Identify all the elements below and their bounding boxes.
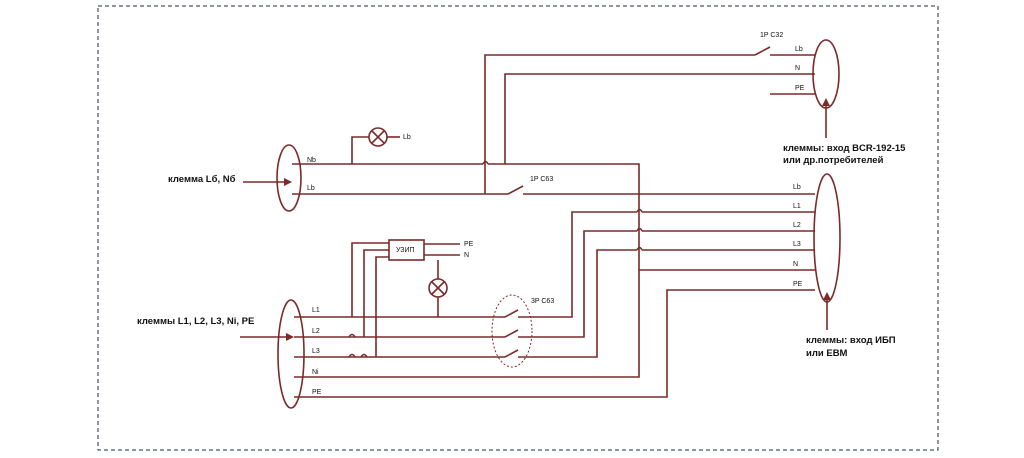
left-bottom-terminal-label: клеммы L1, L2, L3, Ni, PE <box>137 316 254 327</box>
lamp2-cross-b <box>431 281 445 295</box>
wire-label-l2: L2 <box>312 328 320 335</box>
left-top-terminal-ellipse <box>276 144 302 212</box>
wire-label-pe: PE <box>312 389 322 396</box>
hop-l2-1 <box>348 333 356 338</box>
breaker-c63-3p-pole3-icon <box>504 349 519 358</box>
breaker-c63-1p-icon <box>507 185 524 195</box>
wire-label-lb-left: Lb <box>307 185 315 192</box>
right-bottom-wire-n: N <box>793 261 798 268</box>
right-bottom-arrow-icon <box>823 292 831 300</box>
wire-label-l1: L1 <box>312 307 320 314</box>
wire-ni <box>294 269 815 378</box>
breaker-c63-3p-label: 3P C63 <box>531 298 554 305</box>
right-bottom-wire-l2: L2 <box>793 222 801 229</box>
breaker-c63-3p-pole1-icon <box>504 309 519 318</box>
right-bottom-wire-pe: PE <box>793 281 803 288</box>
left-bottom-arrow-icon <box>286 333 294 341</box>
breaker-c63-3p-pole2-icon <box>504 329 519 338</box>
lamp-wire <box>351 136 369 164</box>
right-top-label-line2: или др.потребителей <box>783 155 884 166</box>
lamp-label: Lb <box>403 134 411 141</box>
right-top-wire-n: N <box>795 65 800 72</box>
wire-lb-riser <box>484 54 755 194</box>
hop-l3-2 <box>360 353 368 358</box>
left-top-arrow-icon <box>284 178 292 186</box>
right-bottom-label-line2: или EBM <box>806 348 848 359</box>
lamp-cross-b <box>371 130 385 144</box>
wire-nb-to-n <box>488 73 815 165</box>
diagram-frame <box>97 5 939 451</box>
right-bottom-wire-l3: L3 <box>793 241 801 248</box>
right-bottom-wire-l1: L1 <box>793 203 801 210</box>
right-bottom-terminal-ellipse <box>813 173 841 303</box>
uzip-label: УЗИП <box>396 247 415 254</box>
breaker-c63-3p-outline <box>491 294 533 368</box>
wire-label-nb: Nb <box>307 157 316 164</box>
wire-l1-out <box>518 211 637 318</box>
right-top-label-line1: клеммы: вход BCR-192-15 <box>783 143 906 154</box>
left-top-terminal-label: клемма Lб, Nб <box>168 174 236 185</box>
wire-l2-out <box>518 230 637 338</box>
right-top-arrow-icon <box>822 98 830 106</box>
breaker-c32-icon <box>754 46 771 56</box>
wire-label-ni: Ni <box>312 369 319 376</box>
wire-ni-riser <box>505 163 640 270</box>
uzip-pe-label: PE <box>464 241 474 248</box>
left-bottom-terminal-ellipse <box>277 299 305 409</box>
right-bottom-label-line1: клеммы: вход ИБП <box>806 335 896 346</box>
wire-l3-out <box>518 249 637 358</box>
uzip-l3-wire <box>375 256 389 357</box>
hop-l3-1 <box>348 353 356 358</box>
breaker-c32-label: 1P C32 <box>760 32 783 39</box>
breaker-c63-1p-label: 1P C63 <box>530 176 553 183</box>
wire-pe <box>294 289 815 398</box>
right-bottom-wire-lb: Lb <box>793 184 801 191</box>
right-top-terminal-ellipse <box>812 39 840 109</box>
uzip-l1-wire <box>351 242 389 317</box>
uzip-n-label: N <box>464 252 469 259</box>
right-top-wire-pe: PE <box>795 85 805 92</box>
wire-label-l3: L3 <box>312 348 320 355</box>
right-top-wire-lb: Lb <box>795 46 803 53</box>
uzip-l2-wire <box>363 249 389 337</box>
